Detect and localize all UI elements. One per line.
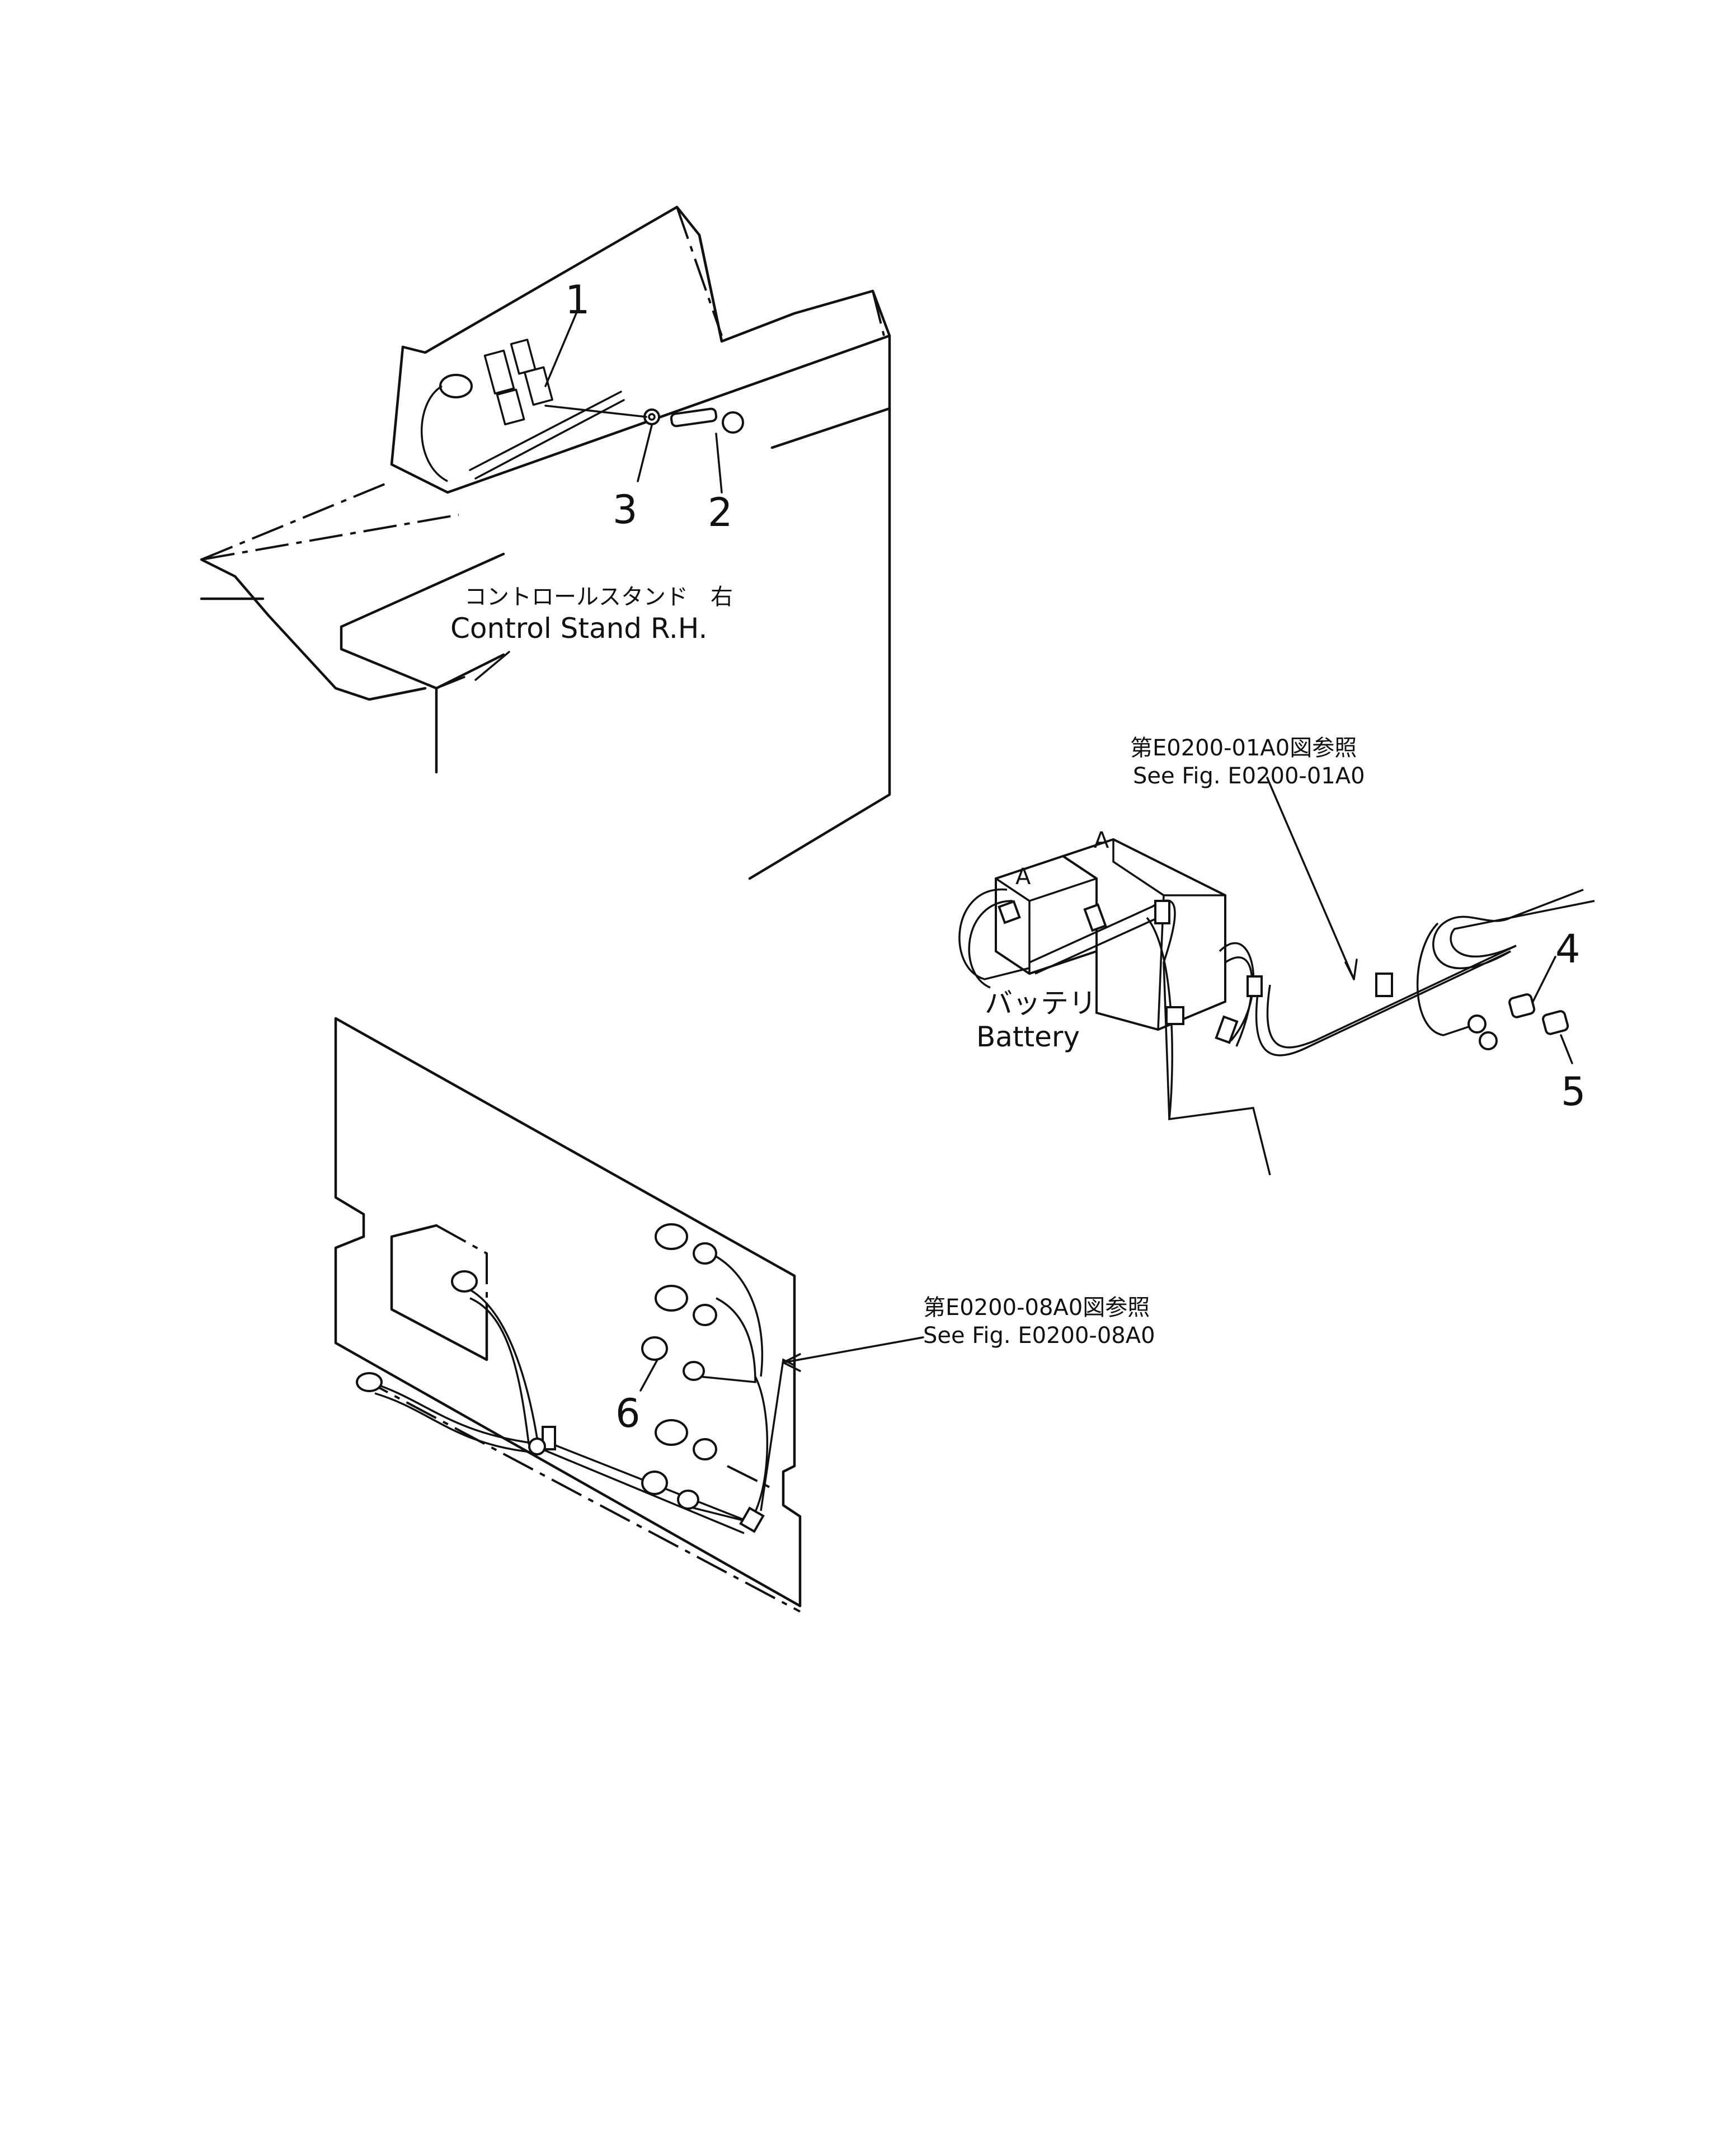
control-stand-drawing (200, 205, 891, 880)
callout-1: 1 (565, 277, 590, 323)
callout-2: 2 (708, 490, 733, 536)
control-stand-label-en: Control Stand R.H. (450, 612, 707, 645)
reference-label-1-jp: 第E0200-01A0図参照 (1130, 735, 1357, 761)
battery-label-jp: バッテリ (985, 987, 1097, 1020)
callout-3: 3 (613, 487, 638, 533)
battery-assembly-drawing: A A (958, 777, 1595, 1176)
callout-4: 4 (1555, 926, 1581, 972)
control-stand-label-jp: コントロールスタンド 右 (464, 584, 733, 610)
reference-label-2-jp: 第E0200-08A0図参照 (923, 1295, 1150, 1321)
svg-text:A: A (1015, 864, 1031, 890)
battery-label-en: Battery (976, 1021, 1080, 1053)
callout-6: 6 (615, 1391, 641, 1436)
svg-text:A: A (1094, 828, 1109, 853)
reference-label-2-en: See Fig. E0200-08A0 (923, 1323, 1155, 1349)
callout-5: 5 (1561, 1069, 1586, 1115)
reference-label-1-en: See Fig. E0200-01A0 (1133, 763, 1365, 789)
panel-harness-drawing (334, 1017, 924, 1613)
